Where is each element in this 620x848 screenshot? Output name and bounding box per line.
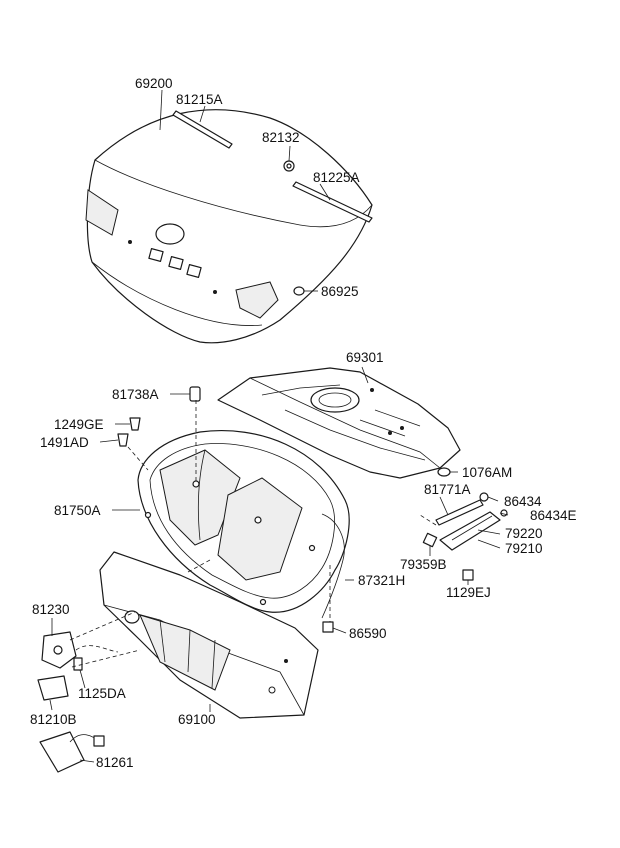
callout-69301: 69301 bbox=[346, 350, 384, 365]
bumper-82132 bbox=[283, 160, 295, 172]
hinge-79220-79210 bbox=[439, 511, 501, 551]
latch-cable bbox=[75, 645, 119, 653]
callout-86434: 86434 bbox=[504, 494, 542, 509]
callout-69100: 69100 bbox=[178, 712, 216, 727]
callout-1491AD: 1491AD bbox=[40, 435, 89, 450]
callout-79359B: 79359B bbox=[400, 557, 447, 572]
switch-81261 bbox=[39, 731, 105, 773]
clip-86434 bbox=[479, 492, 489, 502]
callout-86590: 86590 bbox=[349, 626, 387, 641]
callout-87321H: 87321H bbox=[358, 573, 405, 588]
gas-lift-81771A bbox=[435, 499, 484, 526]
rear-shelf-panel bbox=[217, 367, 461, 479]
callout-82132: 82132 bbox=[262, 130, 300, 145]
latch-81230 bbox=[41, 631, 77, 669]
grommet-1076AM bbox=[437, 467, 451, 477]
screw-1249GE bbox=[129, 417, 141, 431]
clip-81738A bbox=[189, 386, 201, 402]
callout-69200: 69200 bbox=[135, 76, 173, 91]
callout-81738A: 81738A bbox=[112, 387, 159, 402]
callout-81215A: 81215A bbox=[176, 92, 223, 107]
trunk-lid-trim-panel bbox=[137, 430, 350, 613]
trunk-lid bbox=[85, 109, 373, 344]
grommet-86925 bbox=[293, 286, 305, 296]
assembly-line-2 bbox=[127, 446, 149, 471]
striker-81210B bbox=[37, 675, 69, 701]
callout-81230: 81230 bbox=[32, 602, 70, 617]
callout-81261: 81261 bbox=[96, 755, 134, 770]
callout-81771A: 81771A bbox=[424, 482, 471, 497]
bolt-1125DA bbox=[73, 657, 83, 671]
callout-81210B: 81210B bbox=[30, 712, 77, 727]
callout-1129EJ: 1129EJ bbox=[446, 585, 491, 600]
clip-86434E bbox=[500, 509, 508, 517]
bolt-86590 bbox=[322, 621, 334, 633]
bolt-1129EJ bbox=[462, 569, 474, 581]
leader-lines bbox=[49, 89, 509, 763]
weatherstrip-87321H bbox=[321, 513, 345, 619]
callout-86434E: 86434E bbox=[530, 508, 577, 523]
assembly-line-4 bbox=[69, 611, 136, 641]
callout-81225A: 81225A bbox=[313, 170, 360, 185]
back-panel bbox=[99, 551, 319, 719]
assembly-line-5 bbox=[71, 649, 141, 668]
callout-1125DA: 1125DA bbox=[78, 686, 126, 701]
callout-1076AM: 1076AM bbox=[462, 465, 512, 480]
callout-79220: 79220 bbox=[505, 526, 543, 541]
callout-81750A: 81750A bbox=[54, 503, 101, 518]
assembly-line-7 bbox=[419, 514, 437, 526]
callout-86925: 86925 bbox=[321, 284, 359, 299]
clip-1491AD bbox=[117, 433, 129, 447]
callout-1249GE: 1249GE bbox=[54, 417, 104, 432]
callout-79210: 79210 bbox=[505, 541, 543, 556]
weatherstrip-81225A bbox=[292, 181, 373, 223]
bracket-79359B bbox=[422, 532, 438, 548]
weatherstrip-81215A bbox=[172, 110, 233, 149]
